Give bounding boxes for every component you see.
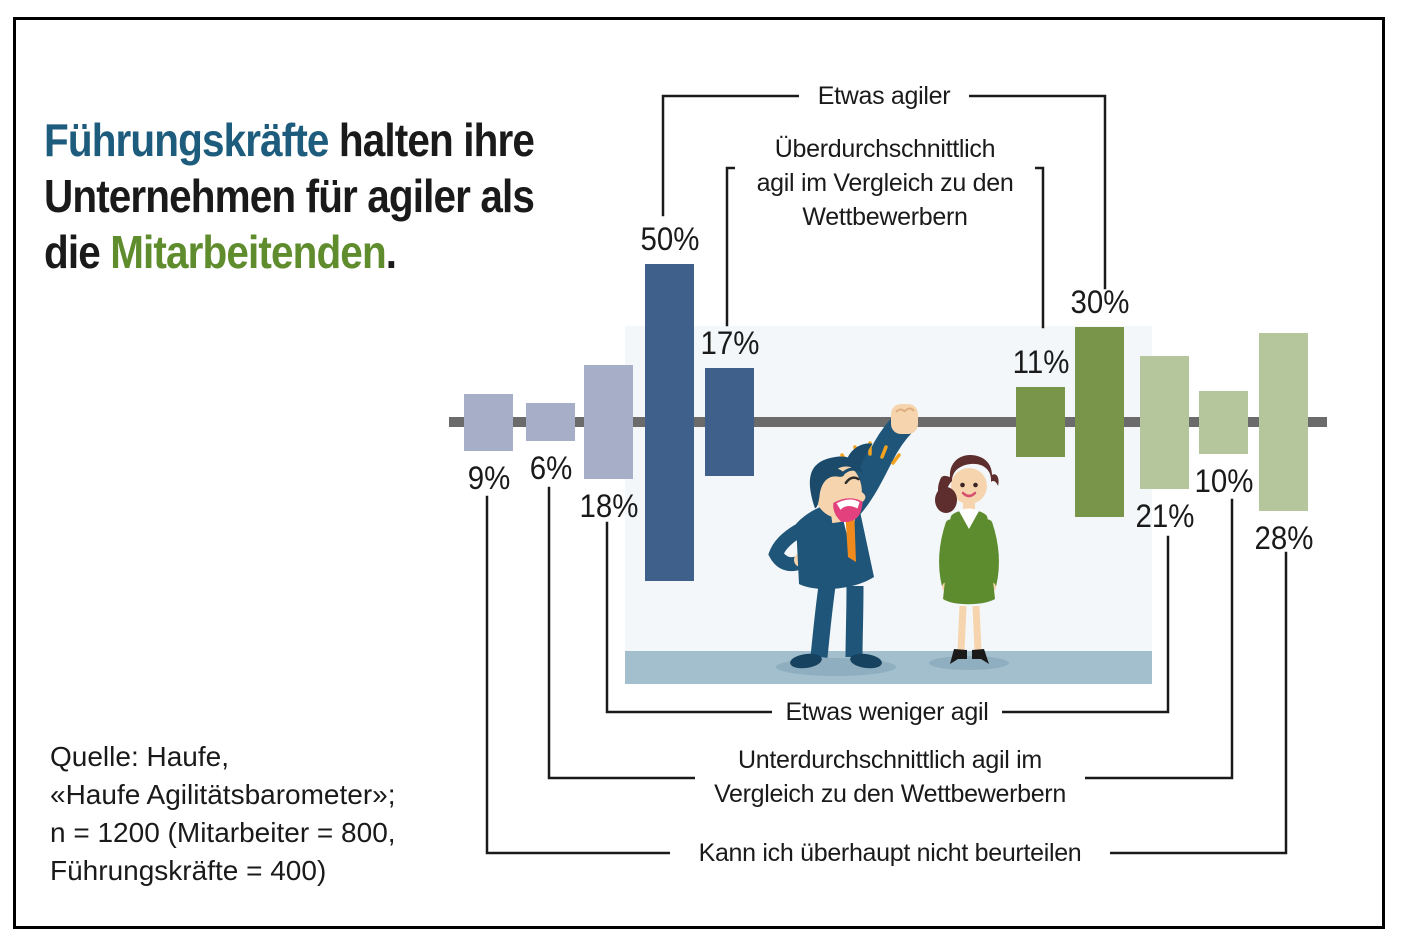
bar-ma-etwas-weniger-agil: 21% <box>1135 356 1194 534</box>
bar-fk-kann-nicht-beurteilen: 9% <box>464 394 513 496</box>
bar-value-label: 30% <box>1070 284 1129 320</box>
category-label-kann-nicht-beurteilen: Kann ich überhaupt nicht beurteilen <box>670 835 1110 871</box>
bar-fk-ueberdurchschnittlich: 17% <box>700 325 759 476</box>
category-label-etwas-weniger-agil: Etwas weniger agil <box>772 694 1002 730</box>
bar-value-label: 50% <box>640 221 699 257</box>
source-note: Quelle: Haufe, «Haufe Agilitätsbarometer… <box>50 741 396 886</box>
bar-value-label: 18% <box>579 488 638 524</box>
bar-ma-etwas-agiler: 30% <box>1070 284 1129 517</box>
title-line-2: Unternehmen für agiler als <box>44 170 535 222</box>
page-title: Führungskräfte halten ihre Unternehmen f… <box>44 112 535 280</box>
title-line-1-rest: halten ihre <box>328 114 535 166</box>
title-line-3-pre: die <box>44 226 111 278</box>
title-line-3: die Mitarbeitenden. <box>44 224 534 280</box>
bar-fk-unterdurchschnittlich: 6% <box>526 403 575 486</box>
bar-fk-etwas-agiler: 50% <box>640 221 699 581</box>
barbell-axis <box>449 417 1327 427</box>
border-frame <box>13 17 1385 929</box>
bar-value-label: 11% <box>1012 344 1069 380</box>
bar-ma-ueberdurchschnittlich: 11% <box>1012 344 1069 457</box>
bar-value-label: 17% <box>700 325 759 361</box>
category-label-etwas-agiler: Etwas agiler <box>799 78 969 114</box>
title-keyword-mitarbeitenden: Mitarbeitenden <box>110 226 386 278</box>
bar-value-label: 6% <box>529 450 572 486</box>
bar-value-label: 28% <box>1254 520 1313 556</box>
title-keyword-fuehrungskraefte: Führungskräfte <box>44 114 329 166</box>
bar-ma-unterdurchschnittlich: 10% <box>1194 391 1253 499</box>
bar-ma-kann-nicht-beurteilen: 28% <box>1254 333 1313 556</box>
illustration-floor <box>625 651 1152 684</box>
title-line-1: Führungskräfte halten ihre <box>44 112 535 168</box>
bar-value-label: 21% <box>1135 498 1194 534</box>
category-label-ueberdurchschnittlich: Überdurchschnittlich agil im Vergleich z… <box>735 131 1035 235</box>
bar-fk-etwas-weniger-agil: 18% <box>579 365 638 524</box>
title-line-3-post: . <box>385 226 397 278</box>
category-label-unterdurchschnittlich: Unterdurchschnittlich agil im Vergleich … <box>695 742 1085 812</box>
bar-value-label: 10% <box>1194 463 1253 499</box>
bar-value-label: 9% <box>467 460 510 496</box>
